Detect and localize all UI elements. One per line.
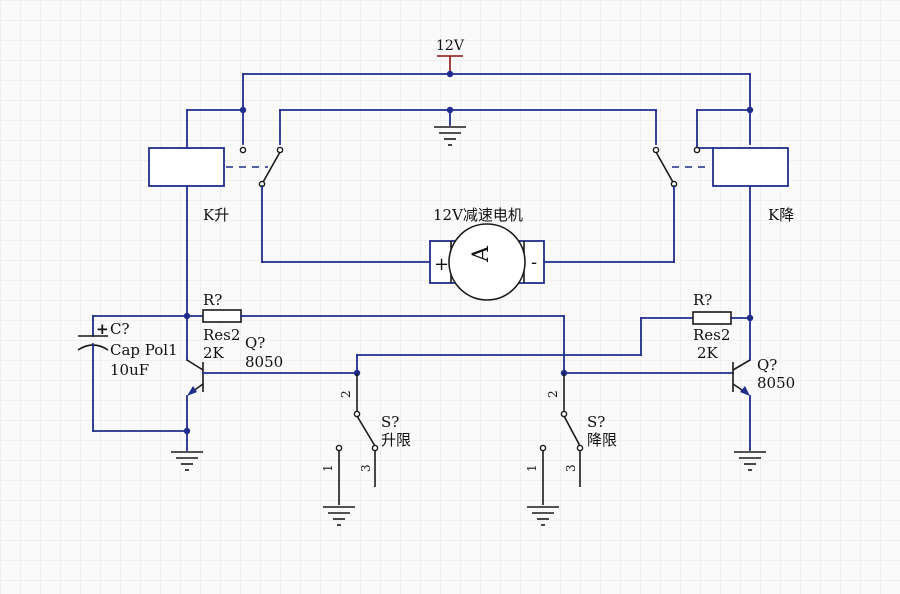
relay-down-coil: [712, 147, 789, 187]
motor-symbol: A: [469, 245, 494, 263]
motor: 12V减速电机 A + -: [429, 206, 545, 301]
switch-down-pin3: 3: [564, 464, 578, 472]
relay-up-coil: [148, 147, 225, 187]
switch-down-pin1: 1: [525, 464, 539, 472]
resistor-right-value: 2K: [697, 344, 719, 362]
switch-down: 2 1 3 S? 降限: [525, 369, 617, 526]
resistor-left-ref: R?: [203, 291, 222, 309]
resistor-right-ref: R?: [693, 291, 712, 309]
resistor-right-value-name: Res2: [693, 326, 730, 344]
switch-down-ref: S?: [587, 413, 605, 431]
relay-down-label: K降: [768, 206, 794, 224]
relay-up-label: K升: [203, 206, 229, 224]
transistor-left: Q? 8050: [171, 315, 358, 471]
relay-up: K升: [148, 109, 431, 317]
transistor-right: Q? 8050: [563, 317, 795, 471]
transistor-left-part: 8050: [245, 353, 283, 371]
switch-down-pin2: 2: [546, 390, 560, 398]
capacitor-plus: +: [96, 320, 109, 338]
switch-up-pin1: 1: [321, 464, 335, 472]
switch-up-pin2: 2: [339, 390, 353, 398]
motor-minus: -: [531, 252, 537, 273]
resistor-left: R? Res2 2K: [183, 291, 565, 374]
power-rail: 12V: [186, 38, 754, 145]
relay-down: K降: [543, 109, 794, 319]
transistor-left-ref: Q?: [245, 334, 265, 352]
switch-up-ref: S?: [381, 413, 399, 431]
motor-plus: +: [434, 254, 449, 275]
transistor-right-part: 8050: [757, 374, 795, 392]
motor-title: 12V减速电机: [433, 206, 523, 224]
resistor-right: R? Res2 2K: [356, 291, 754, 374]
capacitor-ref: C?: [110, 320, 130, 338]
switch-down-label: 降限: [587, 431, 617, 449]
contact-ground: [279, 106, 657, 146]
resistor-left-value-name: Res2: [203, 326, 240, 344]
resistor-left-value: 2K: [203, 344, 225, 362]
transistor-right-ref: Q?: [757, 356, 777, 374]
capacitor: + C? Cap Pol1 10uF: [77, 315, 188, 432]
switch-up-label: 升限: [381, 431, 411, 449]
switch-up-pin3: 3: [359, 464, 373, 472]
supply-label: 12V: [436, 38, 465, 54]
capacitor-part: Cap Pol1: [110, 341, 178, 359]
capacitor-value: 10uF: [110, 361, 149, 379]
switch-up: 2 1 3 S? 升限: [321, 369, 411, 526]
